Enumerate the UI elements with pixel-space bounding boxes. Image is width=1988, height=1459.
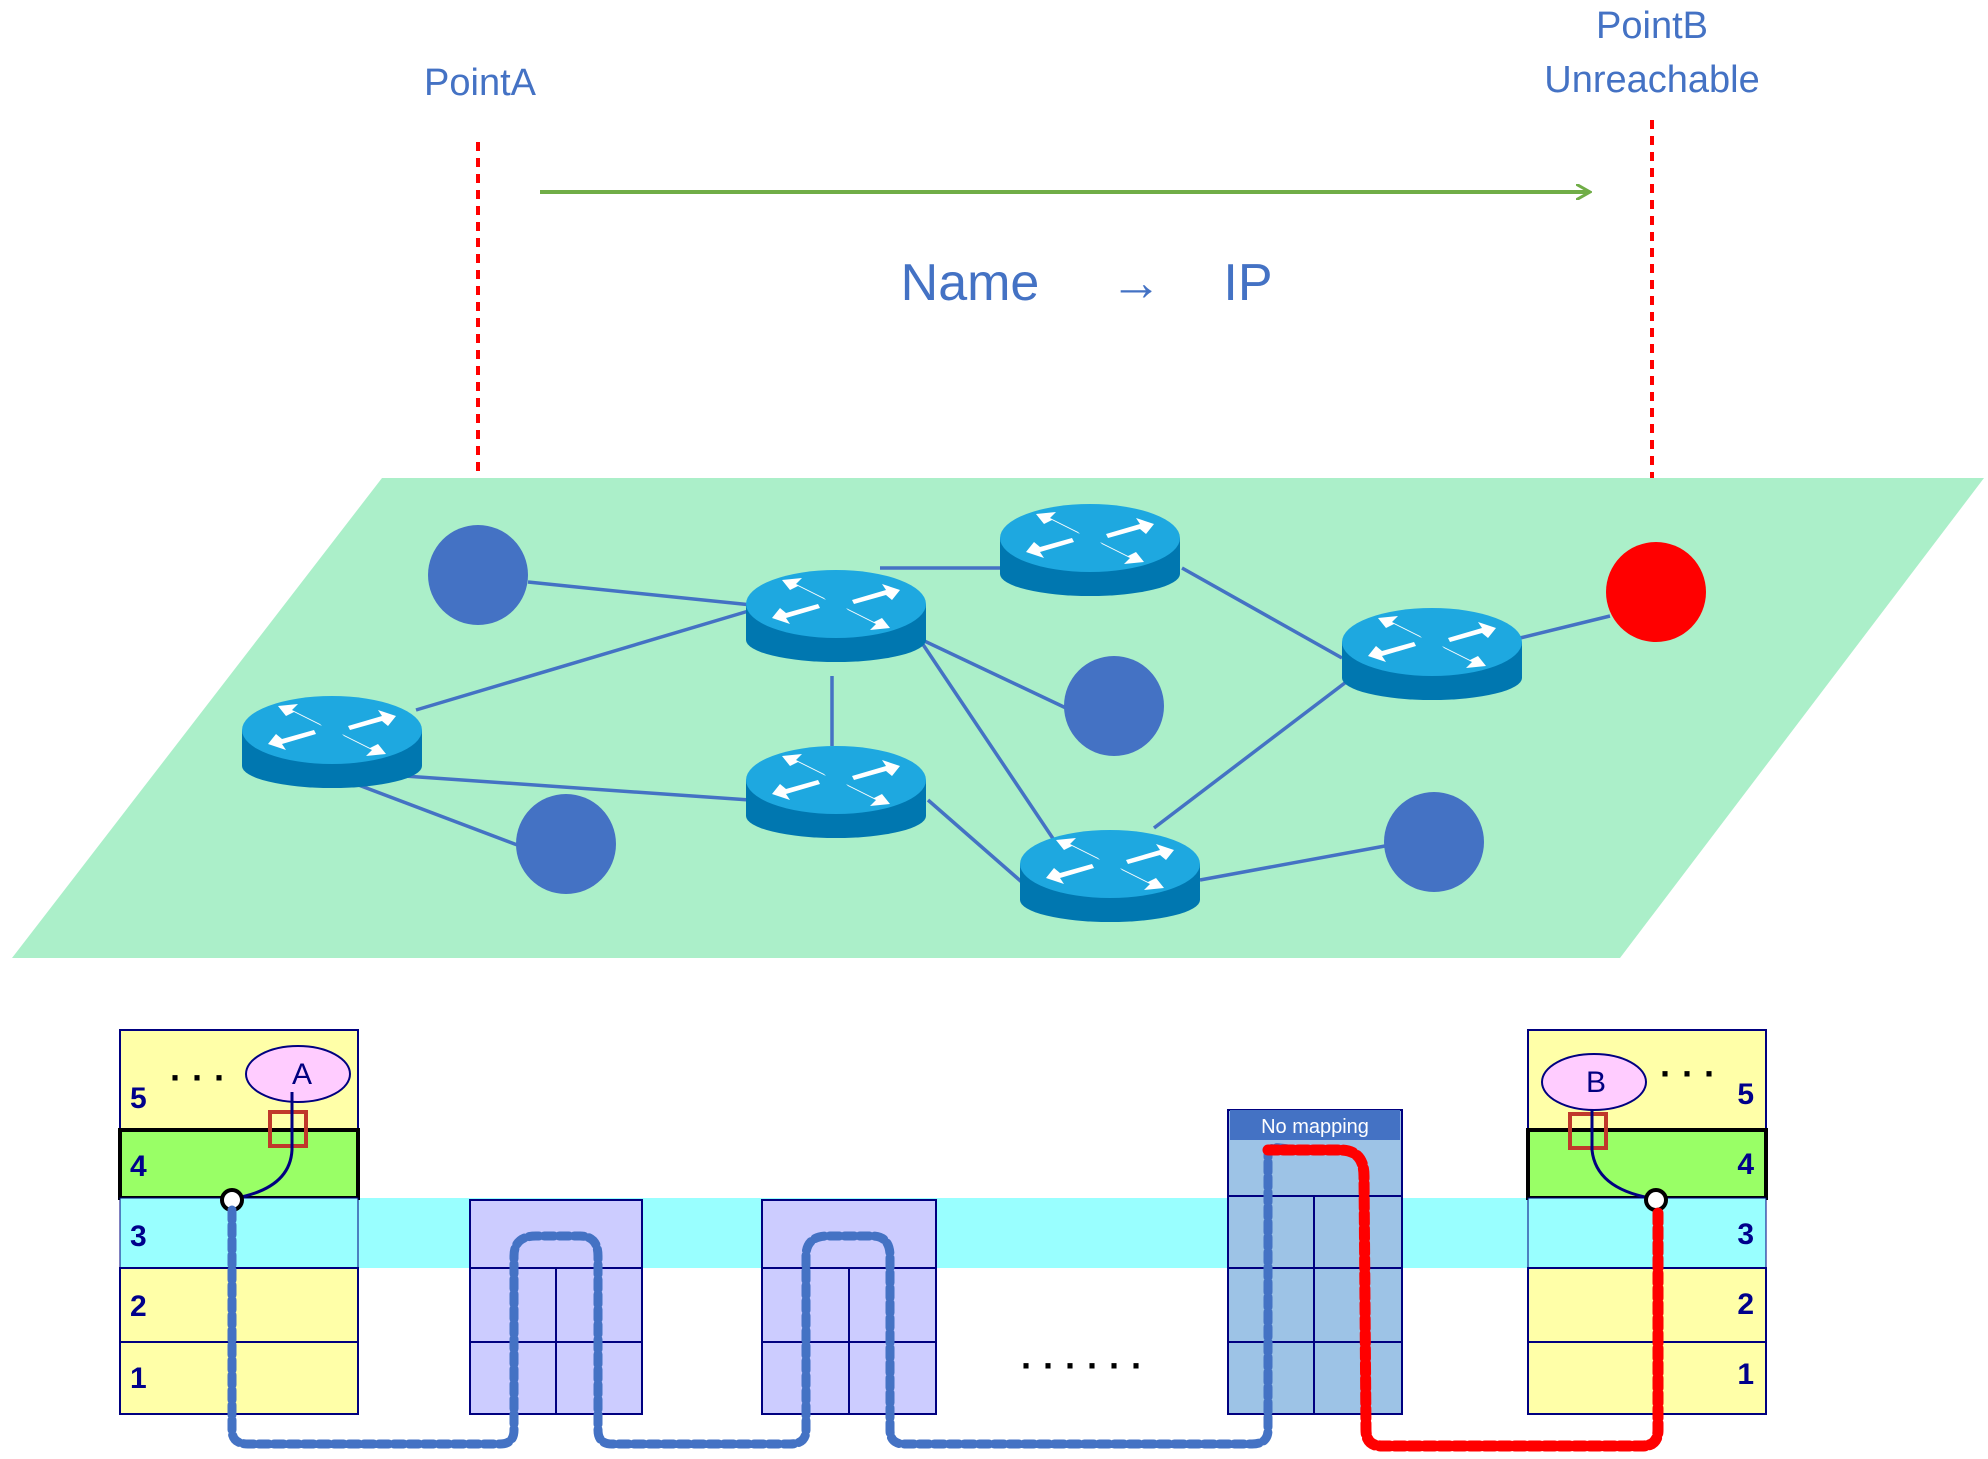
- stack-ellipsis: · · ·: [170, 1057, 226, 1098]
- host-point-b-unreachable: [1606, 542, 1706, 642]
- path-failed: [1262, 1144, 1664, 1452]
- app-b-label: B: [1586, 1066, 1606, 1099]
- router-icon: [242, 696, 422, 788]
- network-links: [339, 566, 1611, 886]
- layer-number: 5: [130, 1082, 147, 1115]
- failed-relay-box: [1227, 1109, 1403, 1415]
- layer-number: 1: [130, 1362, 147, 1395]
- no-mapping-label: No mapping: [1261, 1116, 1369, 1138]
- point-b-status: Unreachable: [1544, 59, 1759, 101]
- layer-number: 1: [1737, 1358, 1754, 1391]
- mapping-arrow: →: [1110, 254, 1162, 312]
- router-icon: [1020, 830, 1200, 922]
- mapping-from: Name: [901, 254, 1040, 312]
- host-point-a: [428, 525, 528, 625]
- layer-number: 4: [1737, 1148, 1754, 1181]
- middle-ellipsis: · · · · · ·: [1021, 1345, 1143, 1386]
- attach-point-b: [1644, 1188, 1668, 1212]
- app-b-binding: [1590, 1110, 1651, 1200]
- stack-right: [1526, 1029, 1768, 1415]
- mapping-to: IP: [1223, 254, 1272, 312]
- path-successful: [227, 1143, 1305, 1449]
- stack-ellipsis: · · ·: [1660, 1053, 1716, 1094]
- app-a-binding: [235, 1092, 294, 1200]
- router-icon: [746, 746, 926, 838]
- layer-number: 2: [130, 1290, 147, 1323]
- socket-port-b: [1568, 1112, 1608, 1150]
- relay-box: [761, 1199, 937, 1415]
- router-icon: [746, 570, 926, 662]
- socket-port-a: [268, 1110, 308, 1148]
- app-a-bubble: [245, 1045, 351, 1103]
- layer-number: 4: [130, 1150, 147, 1183]
- point-a-label: PointA: [424, 62, 537, 104]
- app-b-bubble: [1541, 1053, 1647, 1111]
- host-node: [1384, 792, 1484, 892]
- point-b-label: PointB: [1596, 5, 1708, 47]
- layer-number: 3: [1737, 1218, 1754, 1251]
- layer-number: 3: [130, 1220, 147, 1253]
- router-icon: [1000, 504, 1180, 596]
- host-node: [516, 794, 616, 894]
- layer-number: 5: [1737, 1078, 1754, 1111]
- host-node: [1064, 656, 1164, 756]
- router-icon: [1342, 608, 1522, 700]
- layer-number: 2: [1737, 1288, 1754, 1321]
- app-a-label: A: [292, 1058, 312, 1091]
- no-mapping-header: [1230, 1110, 1400, 1140]
